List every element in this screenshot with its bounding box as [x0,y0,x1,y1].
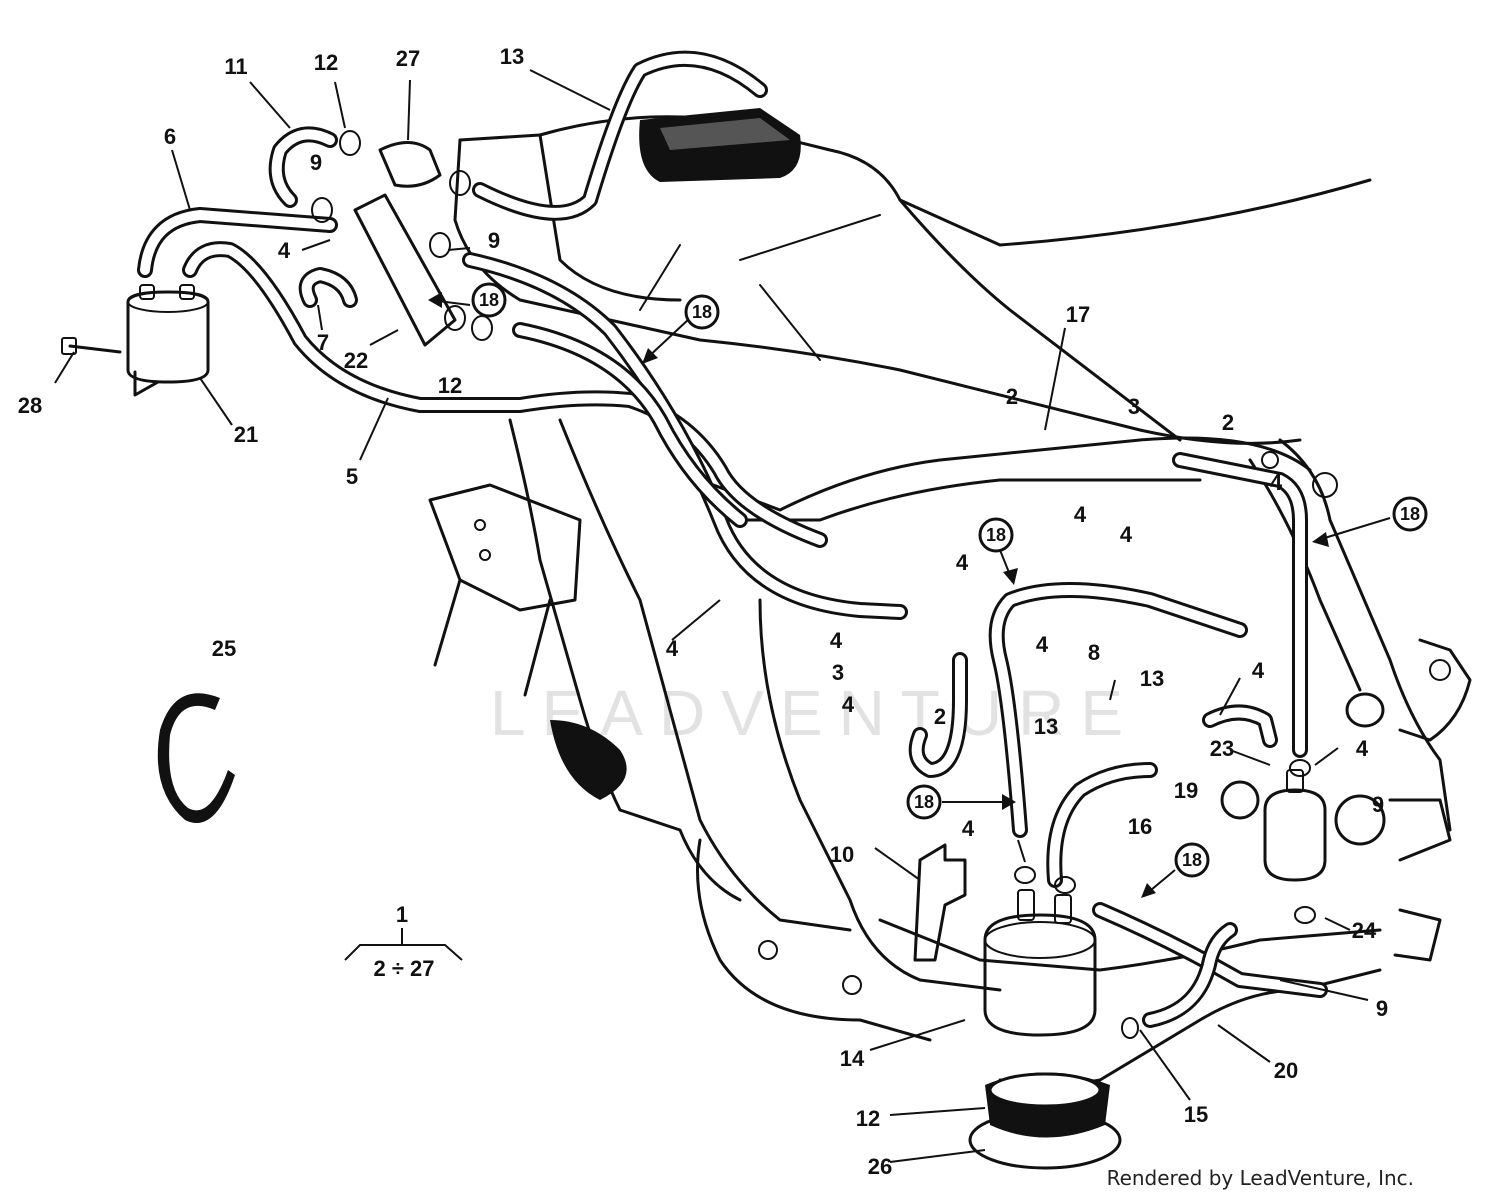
callout-label: 13 [500,44,524,69]
callout-label: 15 [1184,1102,1208,1127]
callout-label: 25 [212,636,236,661]
callout-label: 4 [1074,502,1087,527]
callout-label: 9 [1376,996,1388,1021]
callout-label: 28 [18,393,42,418]
callout-labels: 11 12 27 13 6 9 4 9 7 22 12 28 21 5 17 2… [18,44,1388,1179]
callout-label: 2 [1006,384,1018,409]
callout-label: 4 [666,636,679,661]
callout-label: 13 [1034,714,1058,739]
callout-label: 23 [1210,736,1234,761]
callout-label: 4 [830,628,843,653]
callout-label: 16 [1128,814,1152,839]
callout-arrows [428,292,1391,898]
callout-label: 3 [1128,394,1140,419]
circled-callout: 18 [906,784,942,820]
callout-label: 7 [317,330,329,355]
callout-label: 4 [956,550,969,575]
callout-label: 12 [856,1106,880,1131]
callout-label: 13 [1140,666,1164,691]
circled-callouts: 18 18 18 18 18 18 [471,282,1428,878]
callout-label: 4 [278,238,291,263]
callout-label: 4 [1270,470,1283,495]
kit-bracket [344,928,463,961]
callout-label: 4 [842,692,855,717]
callout-label: 12 [314,50,338,75]
vent-hoses [137,50,1328,1028]
circled-callout: 18 [978,517,1014,553]
svg-text:18: 18 [479,290,499,310]
callout-label: 10 [830,842,854,867]
svg-text:18: 18 [986,525,1006,545]
circled-callout: 18 [684,294,720,330]
callout-label: 2 [934,704,946,729]
callout-label: 22 [344,348,368,373]
callout-label: 21 [234,422,258,447]
components [61,130,1385,1170]
callout-label: 3 [832,660,844,685]
circled-callout: 18 [1392,496,1428,532]
kit-range: 2 ÷ 27 [373,956,434,981]
svg-text:18: 18 [1182,850,1202,870]
circled-callout: 18 [471,282,507,318]
callout-label: 2 [1222,410,1234,435]
callout-label: 4 [1120,522,1133,547]
callout-label: 24 [1352,918,1377,943]
callout-label: 4 [1252,658,1265,683]
circled-callout: 18 [1174,842,1210,878]
callout-label: 4 [1036,632,1049,657]
callout-label: 20 [1274,1058,1298,1083]
callout-label: 5 [346,464,358,489]
svg-text:18: 18 [914,792,934,812]
motorcycle-frame [428,418,1472,1087]
callout-label: 12 [438,373,462,398]
callout-label: 11 [224,54,247,79]
callout-label: 4 [1356,736,1369,761]
callout-label: 26 [868,1154,892,1179]
svg-text:18: 18 [692,302,712,322]
callout-leaders [54,69,1369,1163]
callout-label: 9 [488,228,500,253]
callout-label: 9 [310,150,322,175]
callout-label: 27 [396,46,420,71]
callout-label: 8 [1088,640,1100,665]
footer-credit: Rendered by LeadVenture, Inc. [1106,1166,1414,1190]
callout-label: 14 [840,1046,865,1071]
callout-label: 17 [1066,302,1090,327]
kit-number: 1 [396,902,408,927]
callout-label: 4 [962,816,975,841]
callout-label: 9 [1372,792,1384,817]
svg-text:18: 18 [1400,504,1420,524]
callout-label: 6 [164,124,176,149]
callout-label: 19 [1174,778,1198,803]
